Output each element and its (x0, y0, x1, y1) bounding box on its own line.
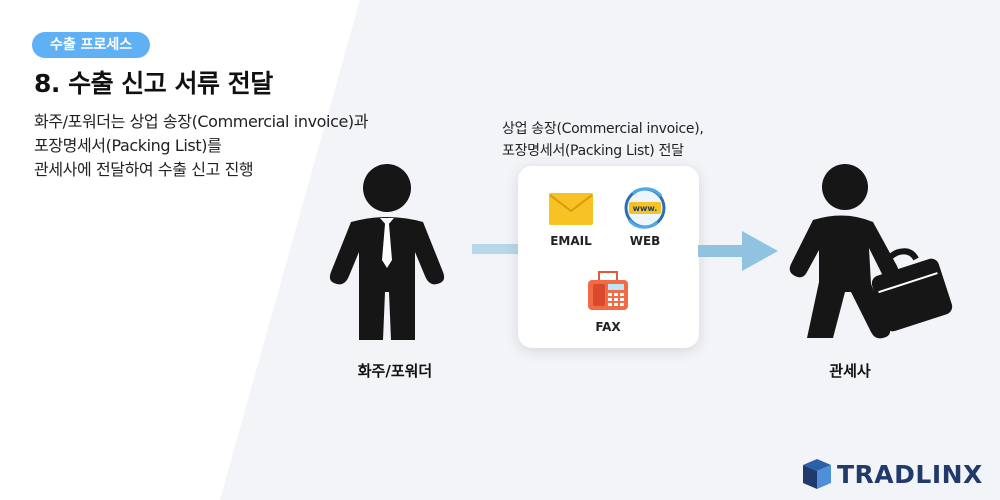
email-label: EMAIL (550, 234, 592, 248)
web-icon-text: www. (633, 204, 658, 213)
caption-line: 포장명세서(Packing List) 전달 (502, 143, 684, 159)
logo-mark-icon (803, 459, 831, 489)
description-line: 화주/포워더는 상업 송장(Commercial invoice)과 (34, 112, 369, 131)
description: 화주/포워더는 상업 송장(Commercial invoice)과 포장명세서… (34, 110, 454, 182)
description-line: 포장명세서(Packing List)를 (34, 136, 222, 155)
web-channel: www. WEB (618, 186, 672, 248)
envelope-icon (549, 193, 593, 225)
description-line: 관세사에 전달하여 수출 신고 진행 (34, 160, 254, 179)
flow-arrow-right (698, 231, 778, 271)
logo-text: TRADLINX (837, 459, 983, 489)
section-badge: 수출 프로세스 (32, 32, 151, 58)
channel-card: EMAIL www. WEB FAX (518, 166, 699, 348)
brand-logo: TRADLINX (803, 458, 983, 490)
flow-arrow-left (472, 244, 520, 254)
caption-line: 상업 송장(Commercial invoice), (502, 121, 704, 137)
fax-label: FAX (595, 320, 621, 334)
globe-icon: www. (624, 187, 666, 229)
receiver-label: 관세사 (829, 362, 871, 380)
receiver-person-icon (789, 164, 953, 339)
page-title: 8. 수출 신고 서류 전달 (34, 69, 273, 98)
sender-label: 화주/포워더 (357, 362, 433, 380)
web-label: WEB (629, 234, 661, 248)
sender-person-icon (329, 164, 445, 340)
flow-caption: 상업 송장(Commercial invoice), 포장명세서(Packing… (502, 118, 704, 162)
fax-channel: FAX (580, 270, 636, 334)
email-channel: EMAIL (544, 192, 598, 248)
fax-icon (588, 271, 628, 310)
